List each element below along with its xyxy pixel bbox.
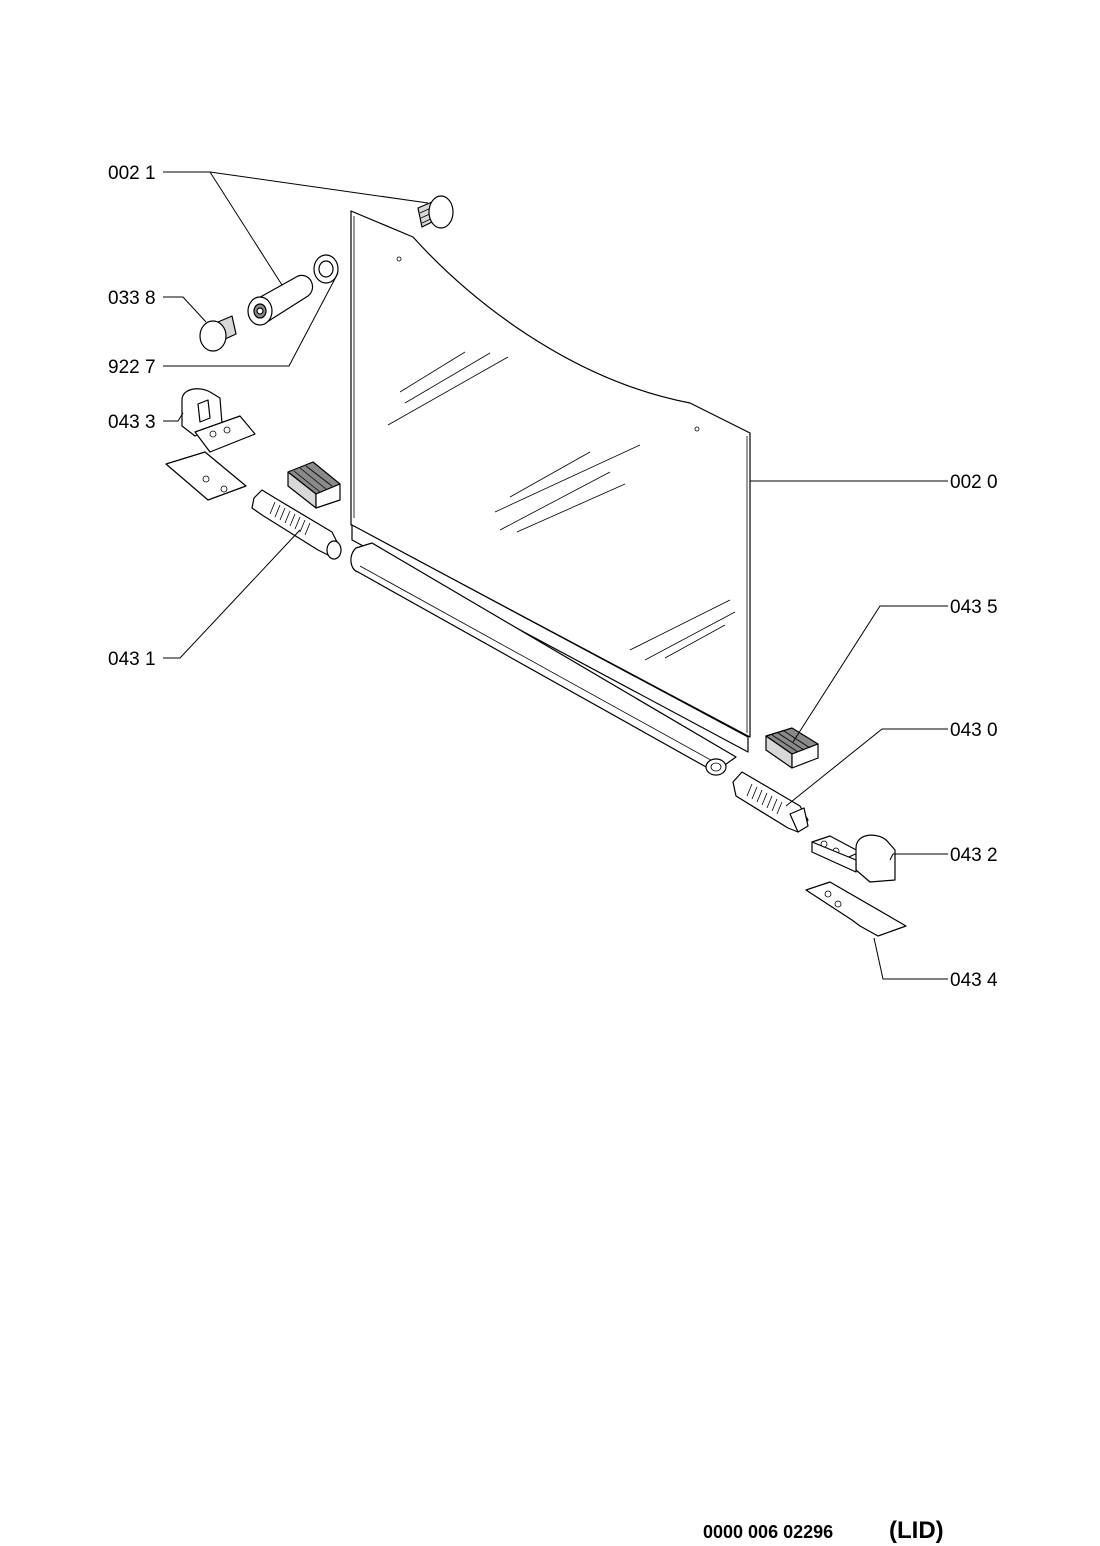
right-hinge-bracket-part <box>811 834 896 883</box>
label-0430: 043 0 <box>950 720 998 741</box>
spacer-sleeve-part <box>247 274 313 326</box>
right-hinge-spring-part <box>732 771 809 833</box>
left-rubber-buffer-part <box>287 461 341 509</box>
label-0432: 043 2 <box>950 845 998 866</box>
label-0338: 033 8 <box>108 288 156 309</box>
label-0434: 043 4 <box>950 970 998 991</box>
label-9227: 922 7 <box>108 357 156 378</box>
leader-lines <box>163 171 948 980</box>
cap-knob-part <box>199 315 237 352</box>
label-0435: 043 5 <box>950 597 998 618</box>
label-0431: 043 1 <box>108 649 156 670</box>
hinge-rail <box>350 524 749 776</box>
assembly-tag: (LID) <box>889 1517 944 1544</box>
label-0021: 002 1 <box>108 163 156 184</box>
left-hinge-spring-part <box>251 489 342 560</box>
glass-lid-panel <box>350 210 751 738</box>
label-0020: 002 0 <box>950 472 998 493</box>
mounting-plate-part <box>805 881 907 937</box>
label-0433: 043 3 <box>108 412 156 433</box>
left-hinge-bracket-part <box>165 388 256 501</box>
screw-knob-part <box>417 195 454 229</box>
washer-part <box>313 254 339 284</box>
part-labels: 002 1 033 8 922 7 043 3 043 1 002 0 043 … <box>108 163 998 991</box>
drawing-number: 0000 006 02296 <box>703 1522 834 1542</box>
right-rubber-buffer-part <box>765 727 819 769</box>
